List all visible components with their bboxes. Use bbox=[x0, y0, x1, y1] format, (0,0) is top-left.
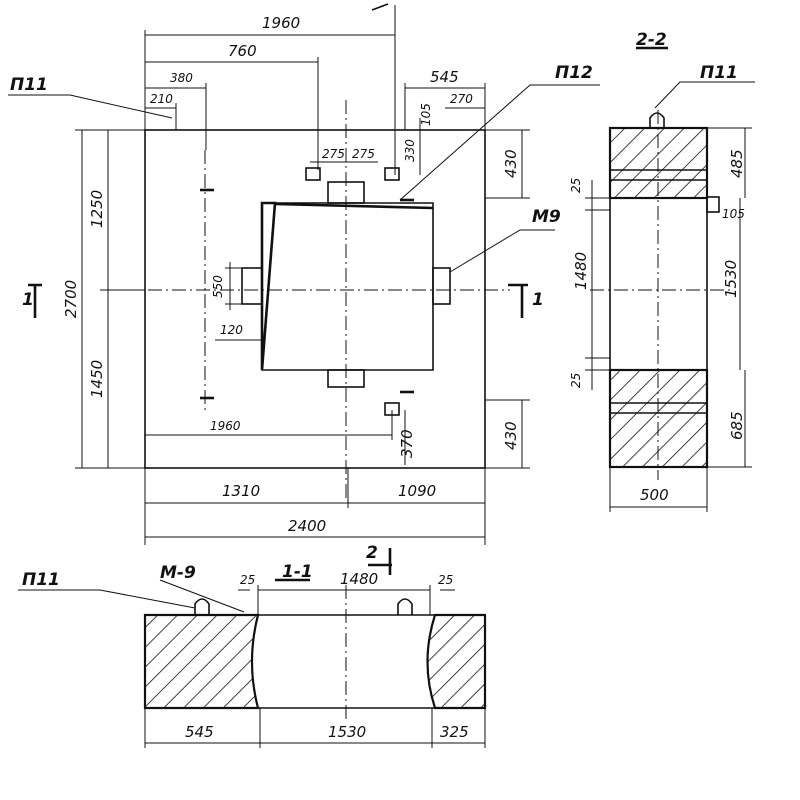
dim-inner-120: 120 bbox=[220, 323, 243, 337]
dim-s22-25-bot: 25 bbox=[569, 373, 583, 388]
cut-mark-1-left bbox=[28, 283, 42, 318]
dim-right-430-bottom: 430 bbox=[502, 421, 520, 450]
section-title-1-1: 1-1 bbox=[282, 562, 313, 582]
dim-s22-1480: 1480 bbox=[572, 252, 590, 290]
section-2-2 bbox=[585, 46, 755, 512]
dim-v-370: 370 bbox=[398, 429, 416, 458]
plan-opening bbox=[261, 202, 434, 371]
cut-label-1-right: 1 bbox=[532, 290, 544, 310]
plan-opening-bevel bbox=[260, 201, 277, 371]
dim-top-270: 270 bbox=[450, 92, 473, 106]
dim-v-330: 330 bbox=[403, 139, 417, 162]
leader-p11-section22 bbox=[654, 81, 755, 109]
section11-right-block bbox=[426, 613, 487, 710]
dim-top-380: 380 bbox=[170, 71, 193, 85]
dim-s11-1480: 1480 bbox=[340, 570, 378, 588]
plan-boss-left bbox=[241, 267, 263, 305]
leader-p11-section11 bbox=[18, 589, 196, 609]
section11-loop-right bbox=[397, 598, 413, 615]
section11-left-block bbox=[143, 613, 260, 710]
dim-top-1960: 1960 bbox=[262, 14, 300, 32]
label-m9-section11: М-9 bbox=[160, 563, 196, 583]
dim-s22-1530: 1530 bbox=[722, 260, 740, 298]
dim-s11-325: 325 bbox=[440, 723, 469, 741]
plan-opening-top-edge bbox=[274, 202, 434, 210]
dim-bot-1090: 1090 bbox=[398, 482, 436, 500]
dim-inner-550: 550 bbox=[211, 275, 225, 298]
plan-loop-2 bbox=[384, 167, 400, 181]
dim-top-760: 760 bbox=[228, 42, 257, 60]
dim-s11-545: 545 bbox=[185, 723, 214, 741]
dim-h-275b: 275 bbox=[352, 147, 375, 161]
dim-s11-25-right: 25 bbox=[438, 573, 453, 587]
cut-label-2: 2 bbox=[366, 543, 378, 563]
cut-mark-2 bbox=[368, 548, 392, 575]
dim-s22-485: 485 bbox=[728, 149, 746, 178]
label-p12: П12 bbox=[555, 63, 593, 83]
dim-v-105: 105 bbox=[419, 103, 433, 126]
section-title-2-2: 2-2 bbox=[636, 30, 667, 50]
label-m9-plan: М9 bbox=[532, 207, 561, 227]
section11-loop-left bbox=[194, 598, 210, 615]
leader-m9 bbox=[449, 229, 555, 273]
dim-s11-1530: 1530 bbox=[328, 723, 366, 741]
section-1-1 bbox=[18, 548, 487, 748]
dim-h-275a: 275 bbox=[322, 147, 345, 161]
dim-bot-2400: 2400 bbox=[288, 517, 326, 535]
dim-top-545: 545 bbox=[430, 68, 459, 86]
dim-s22-25-top: 25 bbox=[569, 178, 583, 193]
dim-left-2700: 2700 bbox=[62, 280, 80, 318]
dim-top-210: 210 bbox=[150, 92, 173, 106]
section22-loop bbox=[649, 112, 665, 128]
dim-left-1450: 1450 bbox=[88, 360, 106, 398]
label-p11-section11: П11 bbox=[22, 570, 60, 590]
plan-outline bbox=[144, 129, 486, 469]
label-p11-plan: П11 bbox=[10, 75, 48, 95]
cut-mark-1-right bbox=[508, 283, 528, 318]
label-p11-section22: П11 bbox=[700, 63, 738, 83]
leader-m9-section11 bbox=[159, 579, 245, 613]
plan-loop-1 bbox=[305, 167, 321, 181]
cut-label-1-left: 1 bbox=[22, 290, 34, 310]
leader-p11-plan bbox=[8, 94, 173, 119]
dim-bottom-1960: 1960 bbox=[210, 419, 241, 433]
dim-s11-25-left: 25 bbox=[240, 573, 255, 587]
dim-right-430-top: 430 bbox=[502, 149, 520, 178]
dim-left-1250: 1250 bbox=[88, 190, 106, 228]
leader-p12 bbox=[399, 84, 600, 201]
plan-boss-right bbox=[432, 267, 451, 305]
dim-bot-1310: 1310 bbox=[222, 482, 260, 500]
dim-s22-105: 105 bbox=[722, 207, 745, 221]
plan-view bbox=[8, 3, 600, 545]
dim-s22-685: 685 bbox=[728, 411, 746, 440]
dim-s22-500: 500 bbox=[640, 486, 669, 504]
